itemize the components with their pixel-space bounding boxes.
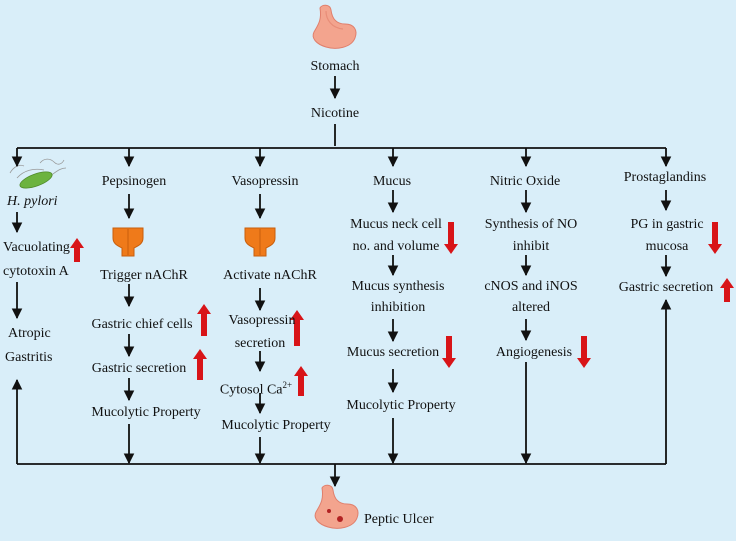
trigger-nachr-label: Trigger nAChR <box>100 268 188 283</box>
receptor-icon <box>244 227 276 257</box>
hpylori-title: H. pylori <box>7 194 58 209</box>
stomach-label: Stomach <box>310 59 360 74</box>
angiogenesis-label: Angiogenesis <box>495 345 573 360</box>
mucus-secretion-label: Mucus secretion <box>346 345 440 360</box>
atropic-line1: Atropic <box>8 326 51 341</box>
mucus-neck-line2: no. and volume <box>352 239 440 254</box>
red-up-arrow <box>294 366 308 396</box>
no-synthesis-line1: Synthesis of NO <box>484 217 578 232</box>
red-down-arrow <box>444 222 458 254</box>
vacuolating-line1: Vacuolating <box>3 240 70 255</box>
peptic-ulcer-label: Peptic Ulcer <box>364 512 434 527</box>
ulcer-stomach-icon <box>314 484 359 529</box>
vasopressin-title: Vasopressin <box>231 174 299 189</box>
mucus-neck-line1: Mucus neck cell <box>350 217 442 232</box>
stomach-icon <box>312 4 357 49</box>
vasopressin-mucolytic-label: Mucolytic Property <box>221 418 331 433</box>
cnos-inos-line2: altered <box>511 300 551 315</box>
mucus-title: Mucus <box>372 174 412 189</box>
red-up-arrow <box>720 278 734 302</box>
red-up-arrow <box>70 238 84 262</box>
cytosol-ca-superscript: 2+ <box>282 380 293 390</box>
red-down-arrow <box>708 222 722 254</box>
red-up-arrow <box>290 310 304 346</box>
receptor-icon <box>112 227 144 257</box>
activate-nachr-label: Activate nAChR <box>223 268 317 283</box>
nicotine-label: Nicotine <box>310 106 360 121</box>
cytosol-ca-label: Cytosol Ca2+ <box>220 377 292 399</box>
gastric-chief-cells-label: Gastric chief cells <box>91 317 193 332</box>
pepsinogen-title: Pepsinogen <box>101 174 167 189</box>
red-up-arrow <box>193 349 207 380</box>
bacteria-icon <box>9 158 67 189</box>
red-down-arrow <box>442 336 456 368</box>
mucus-mucolytic-label: Mucolytic Property <box>346 398 456 413</box>
no-synthesis-line2: inhibit <box>512 239 550 254</box>
vacuolating-line2: cytotoxin A <box>3 264 69 279</box>
column-arrows <box>11 190 672 415</box>
red-up-arrow <box>197 304 211 336</box>
prostaglandins-title: Prostaglandins <box>623 170 707 185</box>
pepsinogen-gastric-secretion-label: Gastric secretion <box>91 361 187 376</box>
nitric-oxide-title: Nitric Oxide <box>489 174 561 189</box>
pepsinogen-mucolytic-label: Mucolytic Property <box>91 405 201 420</box>
vasopressin-secretion-line2: secretion <box>234 336 286 351</box>
vasopressin-secretion-line1: Vasopressin <box>228 313 296 328</box>
red-down-arrow <box>577 336 591 368</box>
prosta-gastric-secretion-label: Gastric secretion <box>618 280 714 295</box>
cytosol-ca-text: Cytosol Ca <box>219 382 283 398</box>
mucus-synthesis-line2: inhibition <box>370 300 426 315</box>
bottom-arrows <box>11 298 672 488</box>
pg-gastric-line2: mucosa <box>645 239 689 254</box>
mucus-synthesis-line1: Mucus synthesis <box>351 279 445 294</box>
pg-gastric-line1: PG in gastric <box>630 217 704 232</box>
top-arrows <box>11 76 672 168</box>
cnos-inos-line1: cNOS and iNOS <box>484 279 578 294</box>
atropic-line2: Gastritis <box>5 350 53 365</box>
